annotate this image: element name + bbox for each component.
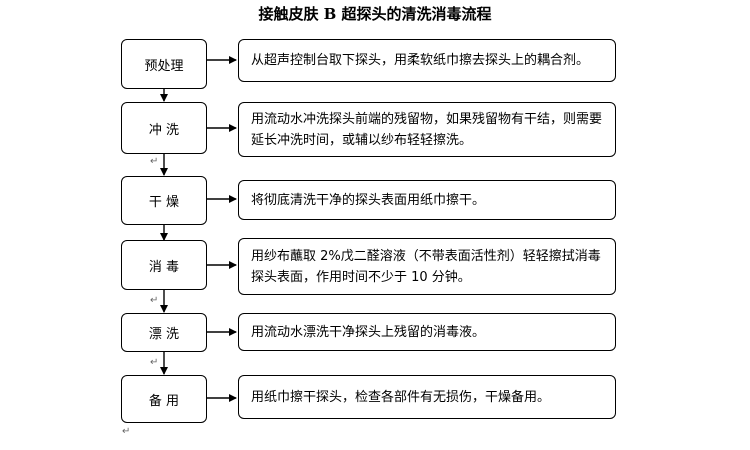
step-box-disinfect: 消 毒 — [121, 240, 207, 290]
step-description: 从超声控制台取下探头，用柔软纸巾擦去探头上的耦合剂。 — [251, 53, 590, 68]
step-description: 用纱布蘸取 2%戊二醛溶液（不带表面活性剂）轻轻擦拭消毒探头表面，作用时间不少于… — [251, 248, 601, 285]
step-box-standby: 备 用 — [121, 375, 207, 423]
step-label: 漂 洗 — [148, 327, 180, 342]
diagram-title: 接触皮肤 B 超探头的清洗消毒流程 — [258, 5, 492, 23]
step-label: 冲 洗 — [148, 122, 180, 138]
step-description: 将彻底清洗干净的探头表面用纸巾擦干。 — [251, 192, 486, 208]
paragraph-mark: ↵ — [150, 156, 159, 167]
desc-box-wash: 用流动水漂洗干净探头上残留的消毒液。 — [238, 313, 616, 351]
desc-box-preprocess: 从超声控制台取下探头，用柔软纸巾擦去探头上的耦合剂。 — [238, 39, 616, 82]
step-label: 消 毒 — [148, 259, 180, 275]
step-description: 用流动水漂洗干净探头上残留的消毒液。 — [251, 324, 486, 340]
desc-box-dry: 将彻底清洗干净的探头表面用纸巾擦干。 — [238, 180, 616, 220]
step-box-preprocess: 预处理 — [121, 39, 207, 89]
step-description: 用流动水冲洗探头前端的残留物，如果残留物有干结，则需要延长冲洗时间，或辅以纱布轻… — [251, 111, 603, 148]
step-box-rinse: 冲 洗 — [121, 102, 207, 154]
paragraph-mark: ↵ — [150, 357, 159, 368]
step-label: 预处理 — [144, 58, 184, 74]
step-box-dry: 干 燥 — [121, 176, 207, 225]
paragraph-mark: ↵ — [150, 295, 159, 306]
step-label: 干 燥 — [148, 195, 180, 210]
step-description: 用纸巾擦干探头，检查各部件有无损伤，干燥备用。 — [251, 389, 551, 405]
paragraph-mark: ↵ — [122, 426, 131, 437]
step-label: 备 用 — [148, 393, 180, 409]
step-box-wash: 漂 洗 — [121, 313, 207, 352]
desc-box-disinfect: 用纱布蘸取 2%戊二醛溶液（不带表面活性剂）轻轻擦拭消毒探头表面，作用时间不少于… — [238, 238, 616, 295]
desc-box-rinse: 用流动水冲洗探头前端的残留物，如果残留物有干结，则需要延长冲洗时间，或辅以纱布轻… — [238, 102, 616, 157]
desc-box-standby: 用纸巾擦干探头，检查各部件有无损伤，干燥备用。 — [238, 375, 616, 419]
